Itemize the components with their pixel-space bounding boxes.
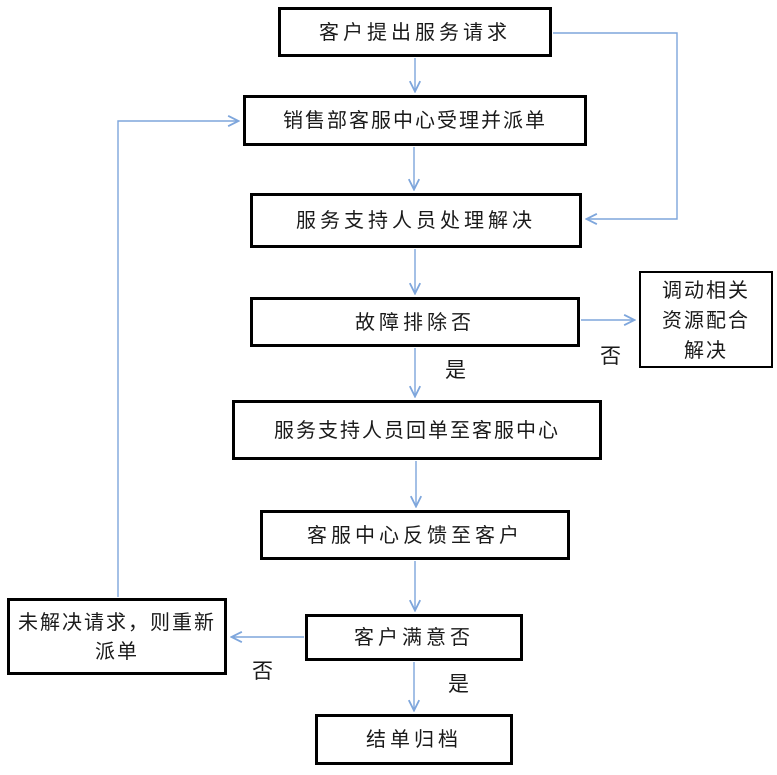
node-label-line: 调动相关 xyxy=(662,277,750,302)
node-label-line: 解决 xyxy=(684,337,728,362)
edge-label-fault-yes: 是 xyxy=(445,358,466,382)
node-label: 故障排除否 xyxy=(355,309,475,334)
edge-label-satisfy-no: 否 xyxy=(252,659,273,683)
node-mobilize-resources: 调动相关 资源配合 解决 xyxy=(639,271,773,368)
edge-redispatch-dispatch-loop xyxy=(117,121,238,597)
edge-label-fault-no: 否 xyxy=(600,344,621,368)
node-label: 客服中心反馈至客户 xyxy=(307,522,523,547)
edge-request-support-loop xyxy=(553,32,678,219)
node-support-staff-resolve: 服务支持人员处理解决 xyxy=(250,193,582,248)
node-customer-request: 客户提出服务请求 xyxy=(278,7,552,57)
node-center-feedback-customer: 客服中心反馈至客户 xyxy=(260,510,570,560)
node-label-line: 派单 xyxy=(95,638,139,663)
node-label-line: 资源配合 xyxy=(662,307,750,332)
node-customer-satisfied-decision: 客户满意否 xyxy=(305,614,523,661)
node-label: 客户满意否 xyxy=(354,625,474,649)
node-return-order-to-center: 服务支持人员回单至客服中心 xyxy=(232,400,602,460)
node-label: 服务支持人员回单至客服中心 xyxy=(274,417,560,442)
node-label: 结单归档 xyxy=(366,727,462,751)
node-label: 客户提出服务请求 xyxy=(319,19,511,44)
edge-label-satisfy-yes: 是 xyxy=(448,672,469,696)
node-fault-cleared-decision: 故障排除否 xyxy=(250,297,580,347)
node-close-and-archive: 结单归档 xyxy=(315,714,513,765)
node-label-line: 未解决请求，则重新 xyxy=(18,609,216,634)
node-label: 销售部客服中心受理并派单 xyxy=(283,108,547,132)
node-unresolved-redispatch: 未解决请求，则重新 派单 xyxy=(7,598,227,675)
node-label: 服务支持人员处理解决 xyxy=(296,208,536,232)
node-service-center-dispatch: 销售部客服中心受理并派单 xyxy=(243,95,587,146)
